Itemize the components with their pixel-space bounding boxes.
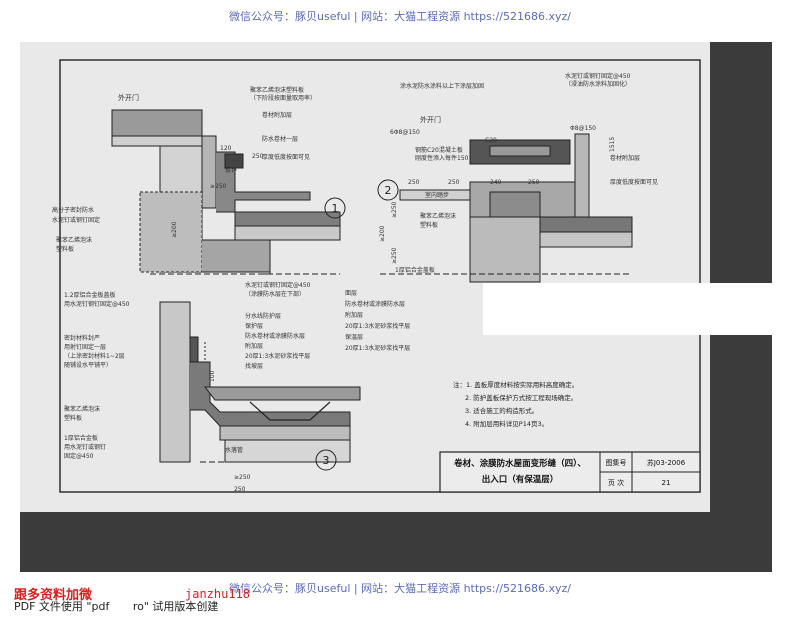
detail-3-drawing xyxy=(159,301,361,463)
detail-2-number: 2 xyxy=(377,179,399,201)
detail-1-label-nails: 水泥钉或钢钉固定 xyxy=(52,216,100,224)
detail-3-label-slope: 找坡层 xyxy=(245,362,263,370)
page-value: 21 xyxy=(662,479,671,487)
detail-1-label-thickness: 厚度低度按面可见 xyxy=(262,153,310,161)
detail-2-label-polystyrene: 聚苯乙烯泡沫 xyxy=(420,212,456,220)
title-block: 卷材、涂膜防水屋面变形缝（四）、 出入口（有保温层） 图集号 苏J03-2006… xyxy=(439,451,701,493)
detail-3-dim-ge250: ≥250 xyxy=(234,474,251,481)
wechat-id: janzhu118 xyxy=(185,587,251,601)
detail-1-dim-250: 250 xyxy=(252,153,264,160)
detail-1-number: 1 xyxy=(324,197,346,219)
svg-text:1: 1 xyxy=(332,202,339,215)
detail-3-number: 3 xyxy=(315,449,337,471)
detail-3-label-surface: 面层 xyxy=(345,290,357,297)
detail-1-dim-120: 120 xyxy=(220,145,232,152)
detail-2-label-plate: 1厚铝合金盖板 xyxy=(395,266,435,274)
detail-2-label-door: 外开门 xyxy=(420,115,441,124)
detail-2-dim-ge200: ≥200 xyxy=(379,225,386,242)
detail-2-dim-ge250a: ≥250 xyxy=(391,201,398,218)
detail-3-label-insulation: 保温层 xyxy=(345,333,363,341)
detail-2-label-board: 塑料板 xyxy=(420,221,438,229)
svg-text:3: 3 xyxy=(323,454,330,467)
blank-patch xyxy=(483,283,772,335)
detail-2-label-c20: C20 xyxy=(485,137,497,144)
detail-3-label-coat: （上涂密封材料1~2层 xyxy=(64,352,125,360)
title-line-1: 卷材、涂膜防水屋面变形缝（四）、 xyxy=(453,458,586,469)
title-line-2: 出入口（有保温层） xyxy=(482,474,559,485)
detail-1-label-board: 塑料板 xyxy=(56,245,74,253)
page-label: 页 次 xyxy=(608,478,624,487)
detail-3-label-polystyrene: 聚苯乙烯泡沫 xyxy=(64,405,100,413)
pdf-credit-part-1: PDF 文件使用 "pdf xyxy=(14,600,110,613)
detail-2-dim-1515: 1515 xyxy=(609,137,616,152)
note-1: 注：1. 盖板厚度材料按实际用料高度确定。 xyxy=(453,380,578,389)
detail-1-label-membrane: 防水卷材一层 xyxy=(262,135,298,143)
detail-1-dim-ge200: ≥200 xyxy=(171,221,178,238)
pdf-credit-part-2: ro" 试用版本创建 xyxy=(132,600,219,613)
detail-2-label-nails: 水泥钉或钢钉固定@450 xyxy=(565,72,631,80)
detail-3-label-fix450: 固定@450 xyxy=(64,452,94,460)
detail-2-label-additional: 卷材附加层 xyxy=(610,154,640,162)
atlas-label: 图集号 xyxy=(606,458,627,467)
detail-2-drawing xyxy=(380,133,633,283)
detail-2-dim-250a: 250 xyxy=(408,179,420,186)
detail-1-label-sealant: 高分子密封防水 xyxy=(52,206,94,214)
detail-2-label-nails-note: （浸油防水涂料加固化） xyxy=(565,80,631,88)
detail-2-label-rebar-top: 6Φ8@150 xyxy=(390,129,420,136)
detail-2-label-concrete: 钢筋C20混凝土板 xyxy=(415,146,463,154)
detail-3-label-alu-plate: 1厚铝合金板 xyxy=(64,434,98,442)
detail-2-dim-ge250b: ≥250 xyxy=(391,247,398,264)
note-3: 3. 适合施工的构造形式。 xyxy=(465,406,538,415)
notes: 注：1. 盖板厚度材料按实际用料高度确定。 2. 防护盖板保护方式按工程现场确定… xyxy=(453,380,578,428)
atlas-value: 苏J03-2006 xyxy=(647,458,686,467)
detail-3-label-screed2: 20厚1:3水泥砂浆找平层 xyxy=(345,322,410,330)
drawing-sheet: 1 外开门 聚苯乙烯泡沫塑料板 （下阶段按面量取用率） 卷材附加层 防水卷材一层… xyxy=(20,42,710,512)
promo-text: 跟多资料加微 xyxy=(14,588,93,603)
detail-3-label-membrane2: 防水卷材或涂膜防水层 xyxy=(345,300,405,308)
detail-3-label-alu-cover: 1.2厚铝合金板盖板 xyxy=(64,291,116,299)
detail-1-drawing xyxy=(111,109,341,275)
detail-3-label-additional: 附加层 xyxy=(245,342,263,350)
detail-3-dim-250: 250 xyxy=(234,486,246,493)
detail-3-dim-100: 100 xyxy=(209,370,216,382)
detail-3-label-screed: 20厚1:3水泥砂浆找平层 xyxy=(245,352,310,360)
detail-2-dim-240: 240 xyxy=(490,179,502,186)
detail-2-label-rebar: Φ8@150 xyxy=(570,125,596,132)
detail-3-label-shoot: 用射钉固定一层 xyxy=(64,343,106,351)
detail-1-label-polystyrene: 聚苯乙烯泡沫 xyxy=(56,236,92,244)
detail-3-label-nails-top: 水泥钉或钢钉固定@450 xyxy=(245,281,311,289)
detail-2-dim-250b: 250 xyxy=(448,179,460,186)
detail-3-label-membrane: 防水卷材或涂膜防水层 xyxy=(245,332,305,340)
detail-1-label-door: 外开门 xyxy=(118,93,139,102)
note-4: 4. 附加层用料详见P14页3。 xyxy=(465,419,548,428)
detail-1-label-foam-note: （下阶段按面量取用率） xyxy=(250,94,316,102)
detail-3-label-additional2: 附加层 xyxy=(345,311,363,319)
detail-3-label-screed3: 20厚1:3水泥砂浆找平层 xyxy=(345,344,410,352)
detail-1-label-additional: 卷材附加层 xyxy=(262,111,292,119)
detail-3-label-board: 塑料板 xyxy=(64,414,82,422)
detail-3-label-downpipe: 水落管 xyxy=(225,446,243,454)
detail-1-label-zinc: 镀锌 xyxy=(225,166,237,174)
watermark-top: 微信公众号：豚贝useful | 网站：大猫工程资源 https://52168… xyxy=(229,10,571,23)
detail-1-dim-ge250: ≥250 xyxy=(210,183,227,190)
watermark-bottom: 微信公众号：豚贝useful | 网站：大猫工程资源 https://52168… xyxy=(229,582,571,595)
detail-1-label-foam: 聚苯乙烯泡沫塑料板 xyxy=(250,86,304,94)
detail-3-label-protect: 保护层 xyxy=(245,322,263,330)
detail-3-label-nails-note: （涂膜防水层在下部） xyxy=(245,290,305,298)
svg-text:2: 2 xyxy=(385,184,392,197)
detail-2-dim-250c: 250 xyxy=(528,179,540,186)
detail-2-label-step: 室内踏步 xyxy=(425,191,449,199)
detail-2-label-thickness: 厚度低度按面可见 xyxy=(610,178,658,186)
detail-3-label-alu-fix: 用水泥钉钢钉固定@450 xyxy=(64,300,130,308)
note-2: 2. 防护盖板保护方式按工程现场确定。 xyxy=(465,393,577,402)
detail-3-label-divider: 分水线防护层 xyxy=(245,312,281,320)
detail-3-label-seal: 密封材料封严 xyxy=(64,334,100,342)
pdf-credit: PDF 文件使用 "pdf ro" 试用版本创建 xyxy=(14,598,238,614)
detail-3-label-level: 随铺设水平铺平） xyxy=(64,361,112,369)
detail-2-label-rigid: 刚度性添入每件150 xyxy=(415,154,469,162)
detail-3-label-nail: 用水泥钉或钢钉 xyxy=(64,443,106,451)
detail-2-label-coating: 涂水泥防水涂料以上下涂层加固 xyxy=(400,82,484,90)
